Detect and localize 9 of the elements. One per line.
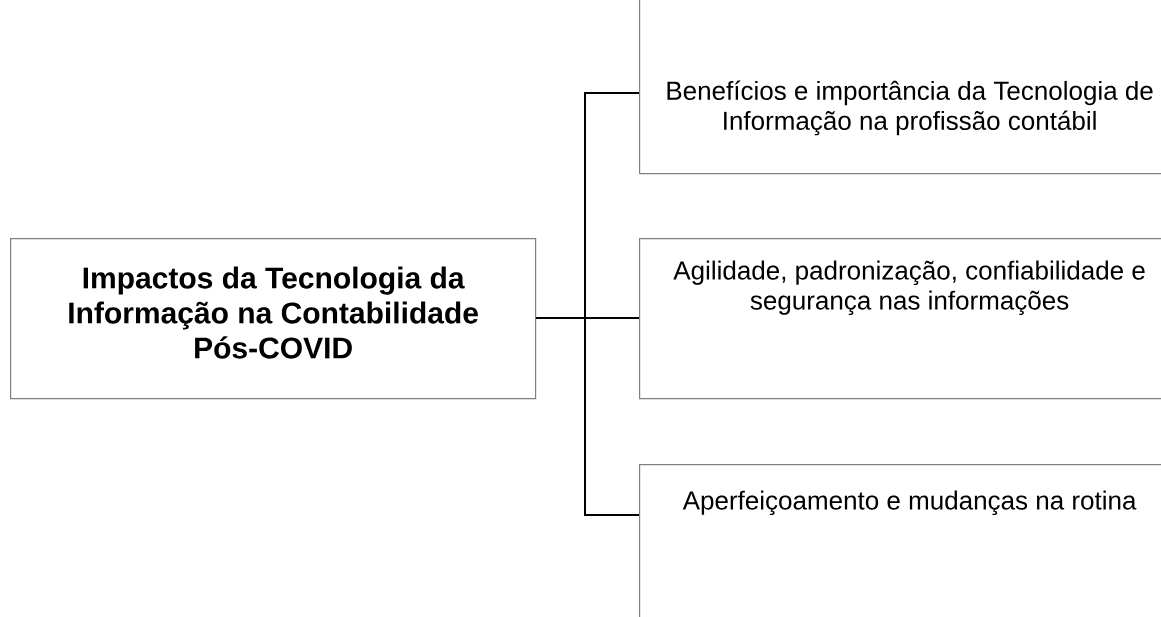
connector-line <box>535 317 640 516</box>
box-text: Aperfeiçoamento e mudanças na rotina <box>682 490 1137 515</box>
box-text: Benefícios e importância da Tecnologia de Informação na profissão contábil <box>667 80 1153 136</box>
box-text: Agilidade, padronização, confiabilidade e segurança nas informações <box>673 260 1145 315</box>
text-box <box>639 238 1161 400</box>
box-text: Impactos da Tecnologia da Informação na Contabilidade Pós-COVID <box>69 266 478 359</box>
text-box <box>639 0 1161 175</box>
text-box <box>10 238 537 400</box>
text-box <box>639 464 1161 617</box>
